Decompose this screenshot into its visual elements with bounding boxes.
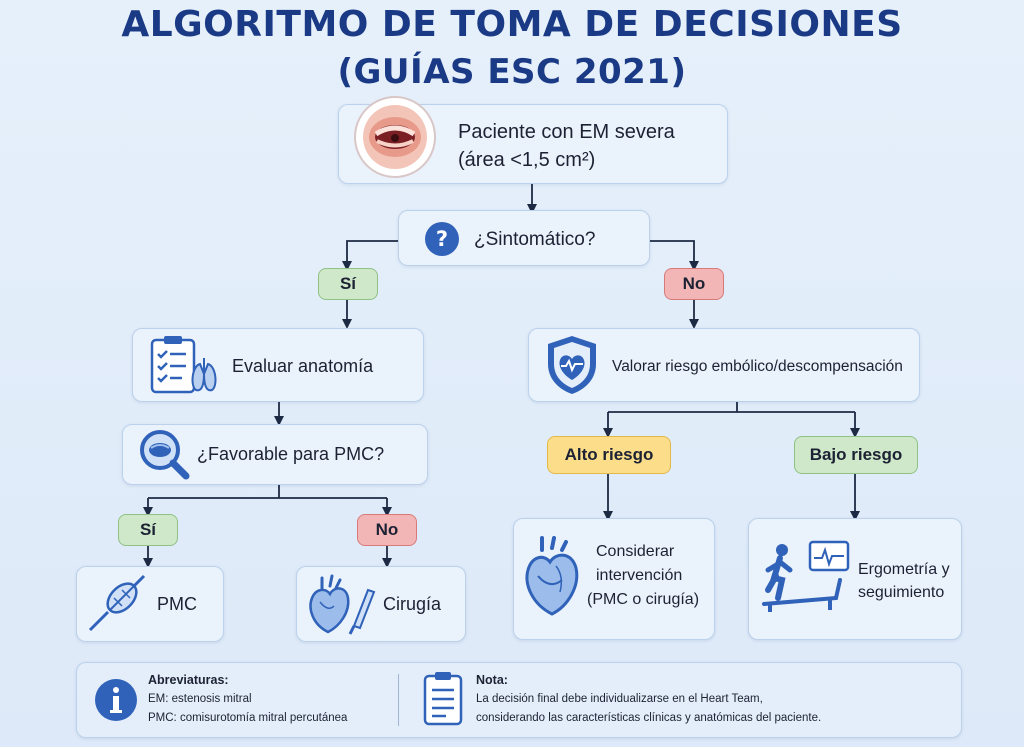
- ergometry-label-2: seguimiento: [858, 584, 945, 601]
- consider-label-3: (PMC o cirugía): [587, 591, 700, 608]
- svg-text:?: ?: [436, 227, 448, 251]
- info-icon: [94, 678, 138, 722]
- abbrev-title: Abreviaturas:: [148, 673, 229, 687]
- balloon-catheter-icon: [86, 574, 150, 634]
- note-icon: [422, 670, 466, 728]
- note-line-2: considerando las características clínica…: [476, 712, 822, 724]
- note-line-1: La decisión final debe individualizarse …: [476, 693, 763, 705]
- surgery-label: Cirugía: [383, 594, 442, 614]
- mitral-valve-icon: [352, 94, 438, 180]
- abbrev-pmc: PMC: comisurotomía mitral percutánea: [148, 712, 348, 724]
- treadmill-icon: [760, 540, 852, 614]
- no-tag-favorable: No: [357, 514, 417, 546]
- patient-label-2: (área <1,5 cm²): [458, 149, 596, 171]
- shield-heart-icon: [544, 334, 600, 396]
- high-risk-tag: Alto riesgo: [547, 436, 671, 474]
- magnifier-valve-icon: [136, 428, 192, 482]
- pmc-label: PMC: [157, 594, 197, 614]
- heart-scalpel-icon: [304, 572, 380, 636]
- assess-risk-label: Valorar riesgo embólico/descompensación: [612, 358, 903, 375]
- yes-tag-favorable: Sí: [118, 514, 178, 546]
- ergometry-label-1: Ergometría y: [858, 561, 950, 578]
- pmc-node: [76, 566, 224, 642]
- page-title: ALGORITMO DE TOMA DE DECISIONES: [121, 4, 903, 45]
- question-mark-icon: ?: [424, 221, 460, 257]
- footer-divider: [398, 674, 399, 726]
- symptomatic-label: ¿Sintomático?: [474, 229, 596, 250]
- consider-label-2: intervención: [596, 567, 683, 584]
- consider-label-1: Considerar: [596, 543, 675, 560]
- footer-panel: [76, 662, 962, 738]
- no-tag-symptomatic: No: [664, 268, 724, 300]
- yes-tag-symptomatic: Sí: [318, 268, 378, 300]
- patient-label-1: Paciente con EM severa: [458, 121, 675, 143]
- heart-icon: [522, 536, 584, 616]
- clipboard-lungs-icon: [148, 334, 218, 396]
- note-title: Nota:: [476, 673, 508, 687]
- abbrev-em: EM: estenosis mitral: [148, 693, 252, 705]
- favorable-pmc-label: ¿Favorable para PMC?: [197, 444, 385, 464]
- evaluate-anatomy-label: Evaluar anatomía: [232, 356, 374, 376]
- low-risk-tag: Bajo riesgo: [794, 436, 918, 474]
- page-subtitle: (GUÍAS ESC 2021): [337, 52, 687, 92]
